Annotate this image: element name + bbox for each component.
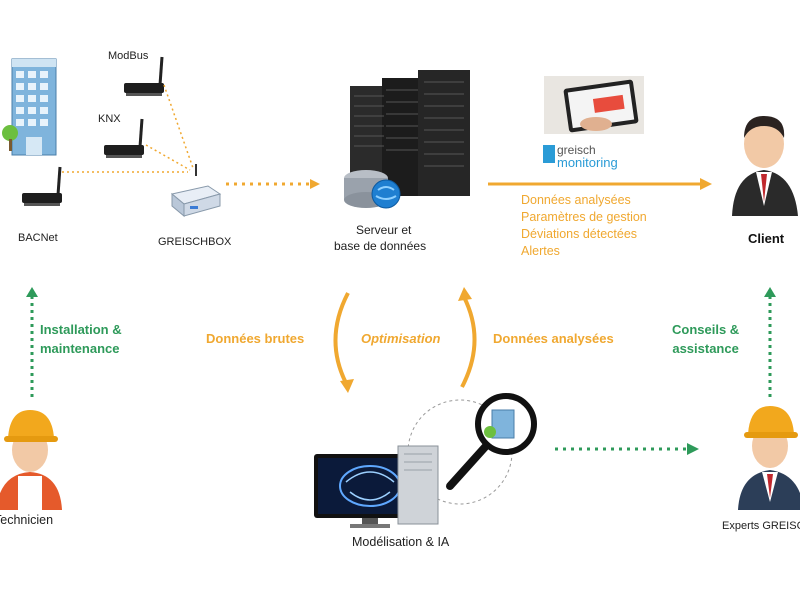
client-avatar [732,116,798,216]
experts-label: Experts GREISCH [722,520,800,532]
server-to-client-list: Données analysées Paramètres de gestion … [521,192,647,260]
list-item: Paramètres de gestion [521,210,647,224]
modbus-router-icon [124,56,164,96]
model-to-experts-arrow [555,443,699,455]
list-item: Alertes [521,244,560,258]
server-label-line2: base de données [334,239,427,253]
technician-label: Technicien [0,513,54,527]
list-item: Déviations détectées [521,227,638,241]
analysed-data-label: Données analysées [493,331,614,346]
install-arrow [26,287,38,397]
raw-data-label: Données brutes [206,331,305,346]
knx-router-icon [104,118,144,158]
technician-avatar [0,410,62,510]
tablet-photo-icon [544,76,644,134]
server-label-line1: Serveur et [356,223,412,237]
optimisation-label: Optimisation [361,331,441,346]
workstation-icon [314,393,537,528]
list-item: Données analysées [521,193,631,207]
modelisation-label: Modélisation & IA [352,535,450,549]
advice-arrow [764,287,776,397]
logo-greisch: greisch [557,143,596,157]
box-to-server-arrow [226,179,320,189]
expert-avatar [738,406,800,510]
knx-label: KNX [98,113,121,125]
advice-label-line1: Conseils & [672,322,740,337]
install-label-line2: maintenance [40,341,120,356]
bacnet-router-icon [22,166,62,206]
building-icon [2,58,57,156]
client-label: Client [748,231,785,246]
server-icon [344,70,470,209]
advice-label-line2: assistance [672,341,739,356]
logo-block [543,145,555,163]
greisch-monitoring-logo: greisch monitoring [543,143,653,173]
modbus-label: ModBus [108,50,149,62]
greischbox-icon [170,164,222,218]
cycle-arcs [333,287,477,393]
bacnet-label: BACNet [18,232,58,244]
advice-label: Conseils & assistance [672,320,739,358]
install-label: Installation & maintenance [40,320,122,358]
install-label-line1: Installation & [40,322,122,337]
logo-monitoring: monitoring [557,155,618,170]
server-to-client-arrow [488,178,712,190]
greischbox-label: GREISCHBOX [158,236,232,248]
